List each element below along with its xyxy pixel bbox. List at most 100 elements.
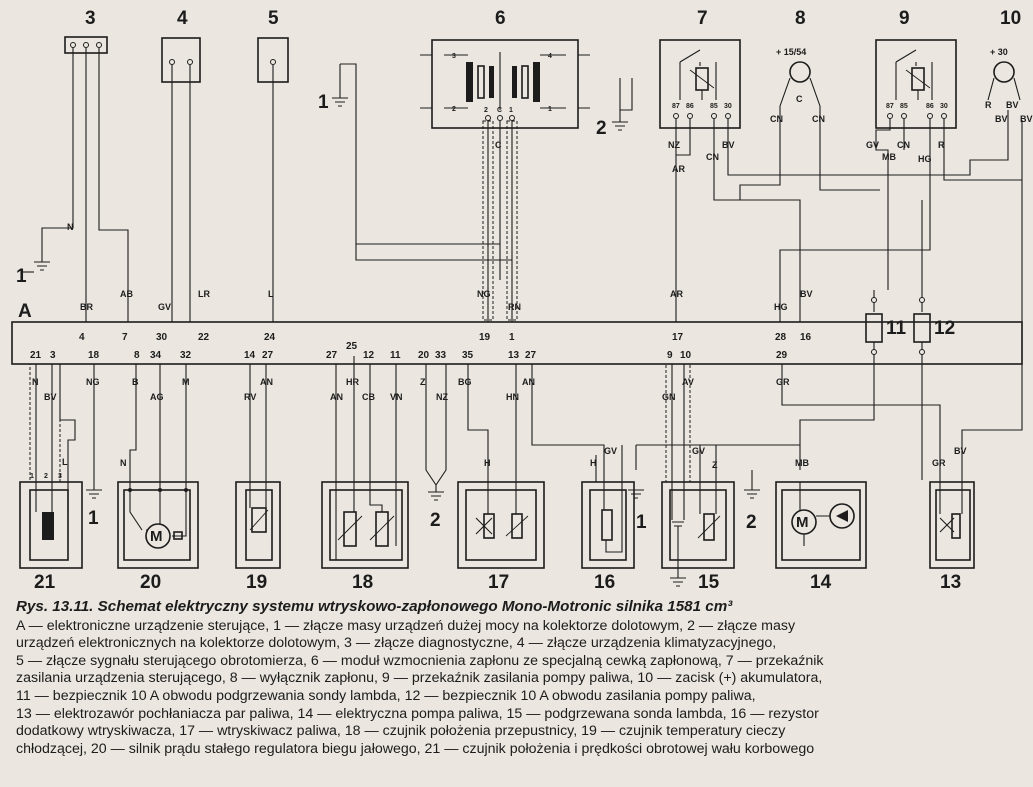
- svg-text:AN: AN: [522, 377, 535, 387]
- svg-text:GR: GR: [776, 377, 790, 387]
- svg-text:BG: BG: [458, 377, 472, 387]
- idle-speed-motor: M 20: [117, 481, 199, 593]
- svg-text:19: 19: [479, 332, 491, 343]
- svg-text:8: 8: [795, 8, 806, 29]
- svg-text:GV: GV: [604, 446, 617, 456]
- ground-labels-bottom: 1 2: [88, 508, 441, 531]
- svg-text:CB: CB: [362, 392, 375, 402]
- svg-text:17: 17: [488, 572, 509, 593]
- svg-text:28: 28: [775, 332, 787, 343]
- tachometer-connector: L: [257, 37, 289, 322]
- svg-text:30: 30: [156, 332, 168, 343]
- svg-text:AR: AR: [672, 164, 685, 174]
- svg-text:AV: AV: [682, 377, 694, 387]
- svg-text:R: R: [938, 140, 945, 150]
- svg-text:AR: AR: [670, 289, 683, 299]
- svg-text:AB: AB: [120, 289, 133, 299]
- svg-text:87: 87: [672, 103, 680, 110]
- svg-text:1: 1: [509, 332, 515, 343]
- svg-text:GN: GN: [662, 392, 676, 402]
- svg-text:AG: AG: [150, 392, 164, 402]
- caption-line: 11 — bezpiecznik 10 A obwodu podgrzewani…: [16, 687, 756, 704]
- figure-caption: Rys. 13.11. Schemat elektryczny systemu …: [16, 598, 1026, 758]
- svg-text:L: L: [268, 289, 274, 299]
- svg-text:3: 3: [85, 8, 96, 29]
- canister-valve: 13: [929, 481, 975, 593]
- svg-text:3: 3: [452, 53, 456, 60]
- svg-text:H: H: [590, 458, 597, 468]
- svg-text:HG: HG: [918, 154, 932, 164]
- svg-text:25: 25: [346, 341, 358, 352]
- svg-text:12: 12: [363, 350, 375, 361]
- caption-line: A — elektroniczne urządzenie sterujące, …: [16, 617, 796, 634]
- svg-text:8: 8: [134, 350, 140, 361]
- svg-text:29: 29: [776, 350, 788, 361]
- caption-line: 13 — elektrozawór pochłaniacza par paliw…: [16, 705, 819, 722]
- svg-text:2: 2: [44, 473, 48, 480]
- svg-text:20: 20: [418, 350, 430, 361]
- svg-text:11: 11: [886, 318, 907, 339]
- battery-terminal: + 30 R BV BV BV: [985, 47, 1033, 330]
- injector-resistor: 16: [581, 481, 635, 593]
- ignition-module: 3 4 2 1 2 C 1 C NG RN: [420, 39, 590, 322]
- svg-text:7: 7: [122, 332, 128, 343]
- svg-text:NG: NG: [86, 377, 100, 387]
- svg-text:R: R: [985, 100, 992, 110]
- svg-text:87: 87: [886, 103, 894, 110]
- svg-text:10: 10: [1000, 8, 1021, 29]
- svg-text:85: 85: [710, 103, 718, 110]
- caption-line: zasilania urządzenia sterującego, 8 — wy…: [16, 670, 823, 687]
- svg-text:Z: Z: [712, 460, 718, 470]
- svg-text:AN: AN: [330, 392, 343, 402]
- svg-text:1: 1: [509, 107, 513, 114]
- top-component-numbers: 3 4 5 6 7 8 9 10: [85, 8, 1021, 29]
- svg-text:GV: GV: [692, 446, 705, 456]
- svg-text:BV: BV: [44, 392, 57, 402]
- fuel-pump: M 14: [775, 481, 867, 593]
- svg-text:19: 19: [246, 572, 267, 593]
- svg-text:33: 33: [435, 350, 447, 361]
- svg-text:85: 85: [900, 103, 908, 110]
- svg-text:BV: BV: [722, 140, 735, 150]
- coolant-temp-sensor: 19: [235, 481, 281, 593]
- svg-text:BR: BR: [80, 302, 93, 312]
- svg-text:27: 27: [525, 350, 537, 361]
- svg-text:7: 7: [697, 8, 708, 29]
- svg-text:HG: HG: [774, 302, 788, 312]
- svg-text:C: C: [495, 140, 502, 150]
- svg-text:14: 14: [244, 350, 256, 361]
- svg-text:CN: CN: [706, 152, 719, 162]
- svg-text:AN: AN: [260, 377, 273, 387]
- caption-body: A — elektroniczne urządzenie sterujące, …: [16, 618, 1026, 759]
- svg-text:3: 3: [50, 350, 56, 361]
- svg-text:N: N: [32, 377, 39, 387]
- throttle-position-sensor: 18: [321, 481, 409, 593]
- svg-text:N: N: [67, 222, 74, 232]
- svg-text:Z: Z: [420, 377, 426, 387]
- svg-text:RN: RN: [508, 302, 521, 312]
- svg-text:30: 30: [940, 103, 948, 110]
- svg-text:HN: HN: [506, 392, 519, 402]
- diagnostic-connector: N BR AB 1: [16, 36, 133, 322]
- svg-text:86: 86: [686, 103, 694, 110]
- svg-text:NG: NG: [477, 289, 491, 299]
- caption-line: chłodzącej, 20 — silnik prądu stałego re…: [16, 740, 815, 757]
- svg-text:NZ: NZ: [668, 140, 680, 150]
- fuel-pump-relay: 87 85 86 30 GV CN MB R HG HG BV: [774, 39, 1022, 322]
- svg-text:N: N: [120, 458, 127, 468]
- svg-text:2: 2: [430, 510, 441, 531]
- svg-text:M: M: [182, 377, 190, 387]
- svg-text:4: 4: [79, 332, 85, 343]
- svg-text:2: 2: [452, 106, 456, 113]
- lambda-sensor: 15 1 2: [636, 481, 757, 593]
- svg-text:10: 10: [680, 350, 692, 361]
- svg-text:2: 2: [596, 118, 607, 139]
- svg-text:HR: HR: [346, 377, 359, 387]
- svg-text:NZ: NZ: [436, 392, 448, 402]
- svg-text:13: 13: [940, 572, 961, 593]
- caption-line: dodatkowy wtryskiwacza, 17 — wtryskiwacz…: [16, 723, 786, 740]
- svg-text:C: C: [796, 94, 803, 104]
- svg-text:BV: BV: [800, 289, 813, 299]
- svg-text:BV: BV: [1006, 100, 1019, 110]
